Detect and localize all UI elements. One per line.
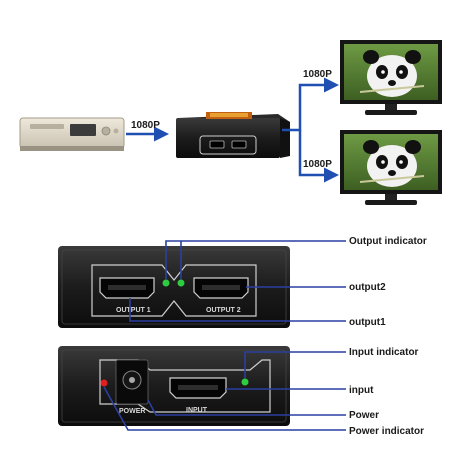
- back-panel-section: POWER INPUT Input indicator input Power …: [58, 346, 424, 437]
- power-jack: [115, 359, 149, 405]
- hdmi-input-port: [169, 377, 227, 399]
- callout-output2: output2: [349, 282, 386, 293]
- front-panel-section: OUTPUT 1 OUTPUT 2 Output indicator outpu…: [58, 236, 427, 328]
- callout-power-indicator: Power indicator: [349, 426, 424, 437]
- front-panel-body: [58, 246, 290, 328]
- dvd-player: [19, 117, 125, 151]
- hdmi-output1-port: [99, 277, 155, 299]
- output1-port-label: OUTPUT 1: [116, 307, 151, 314]
- panda-image-top: [359, 50, 425, 97]
- tv-monitor-bottom: [340, 130, 442, 205]
- signal-flow-section: 1080P 1080P 1080P: [19, 40, 442, 205]
- callout-input-indicator: Input indicator: [349, 347, 419, 358]
- output1-led: [162, 279, 170, 287]
- power-led: [100, 379, 108, 387]
- callout-input: input: [349, 385, 374, 396]
- input-resolution-label: 1080P: [131, 120, 160, 131]
- output-branch: [282, 77, 339, 183]
- output2-port-label: OUTPUT 2: [206, 307, 241, 314]
- callout-power: Power: [349, 410, 379, 421]
- power-port-label: POWER: [119, 408, 145, 415]
- input-led: [241, 378, 249, 386]
- panda-image-bottom: [359, 140, 425, 187]
- input-port-label: INPUT: [186, 407, 208, 414]
- splitter-device-small: [176, 112, 290, 158]
- callout-output-indicator: Output indicator: [349, 236, 427, 247]
- front-callout-lines: [129, 240, 346, 322]
- output-top-resolution-label: 1080P: [303, 69, 332, 80]
- tv-monitor-top: [340, 40, 442, 115]
- hdmi-output2-port: [193, 277, 249, 299]
- back-callout-lines: [103, 351, 346, 431]
- output-bottom-resolution-label: 1080P: [303, 159, 332, 170]
- callout-output1: output1: [349, 317, 386, 328]
- output2-led: [177, 279, 185, 287]
